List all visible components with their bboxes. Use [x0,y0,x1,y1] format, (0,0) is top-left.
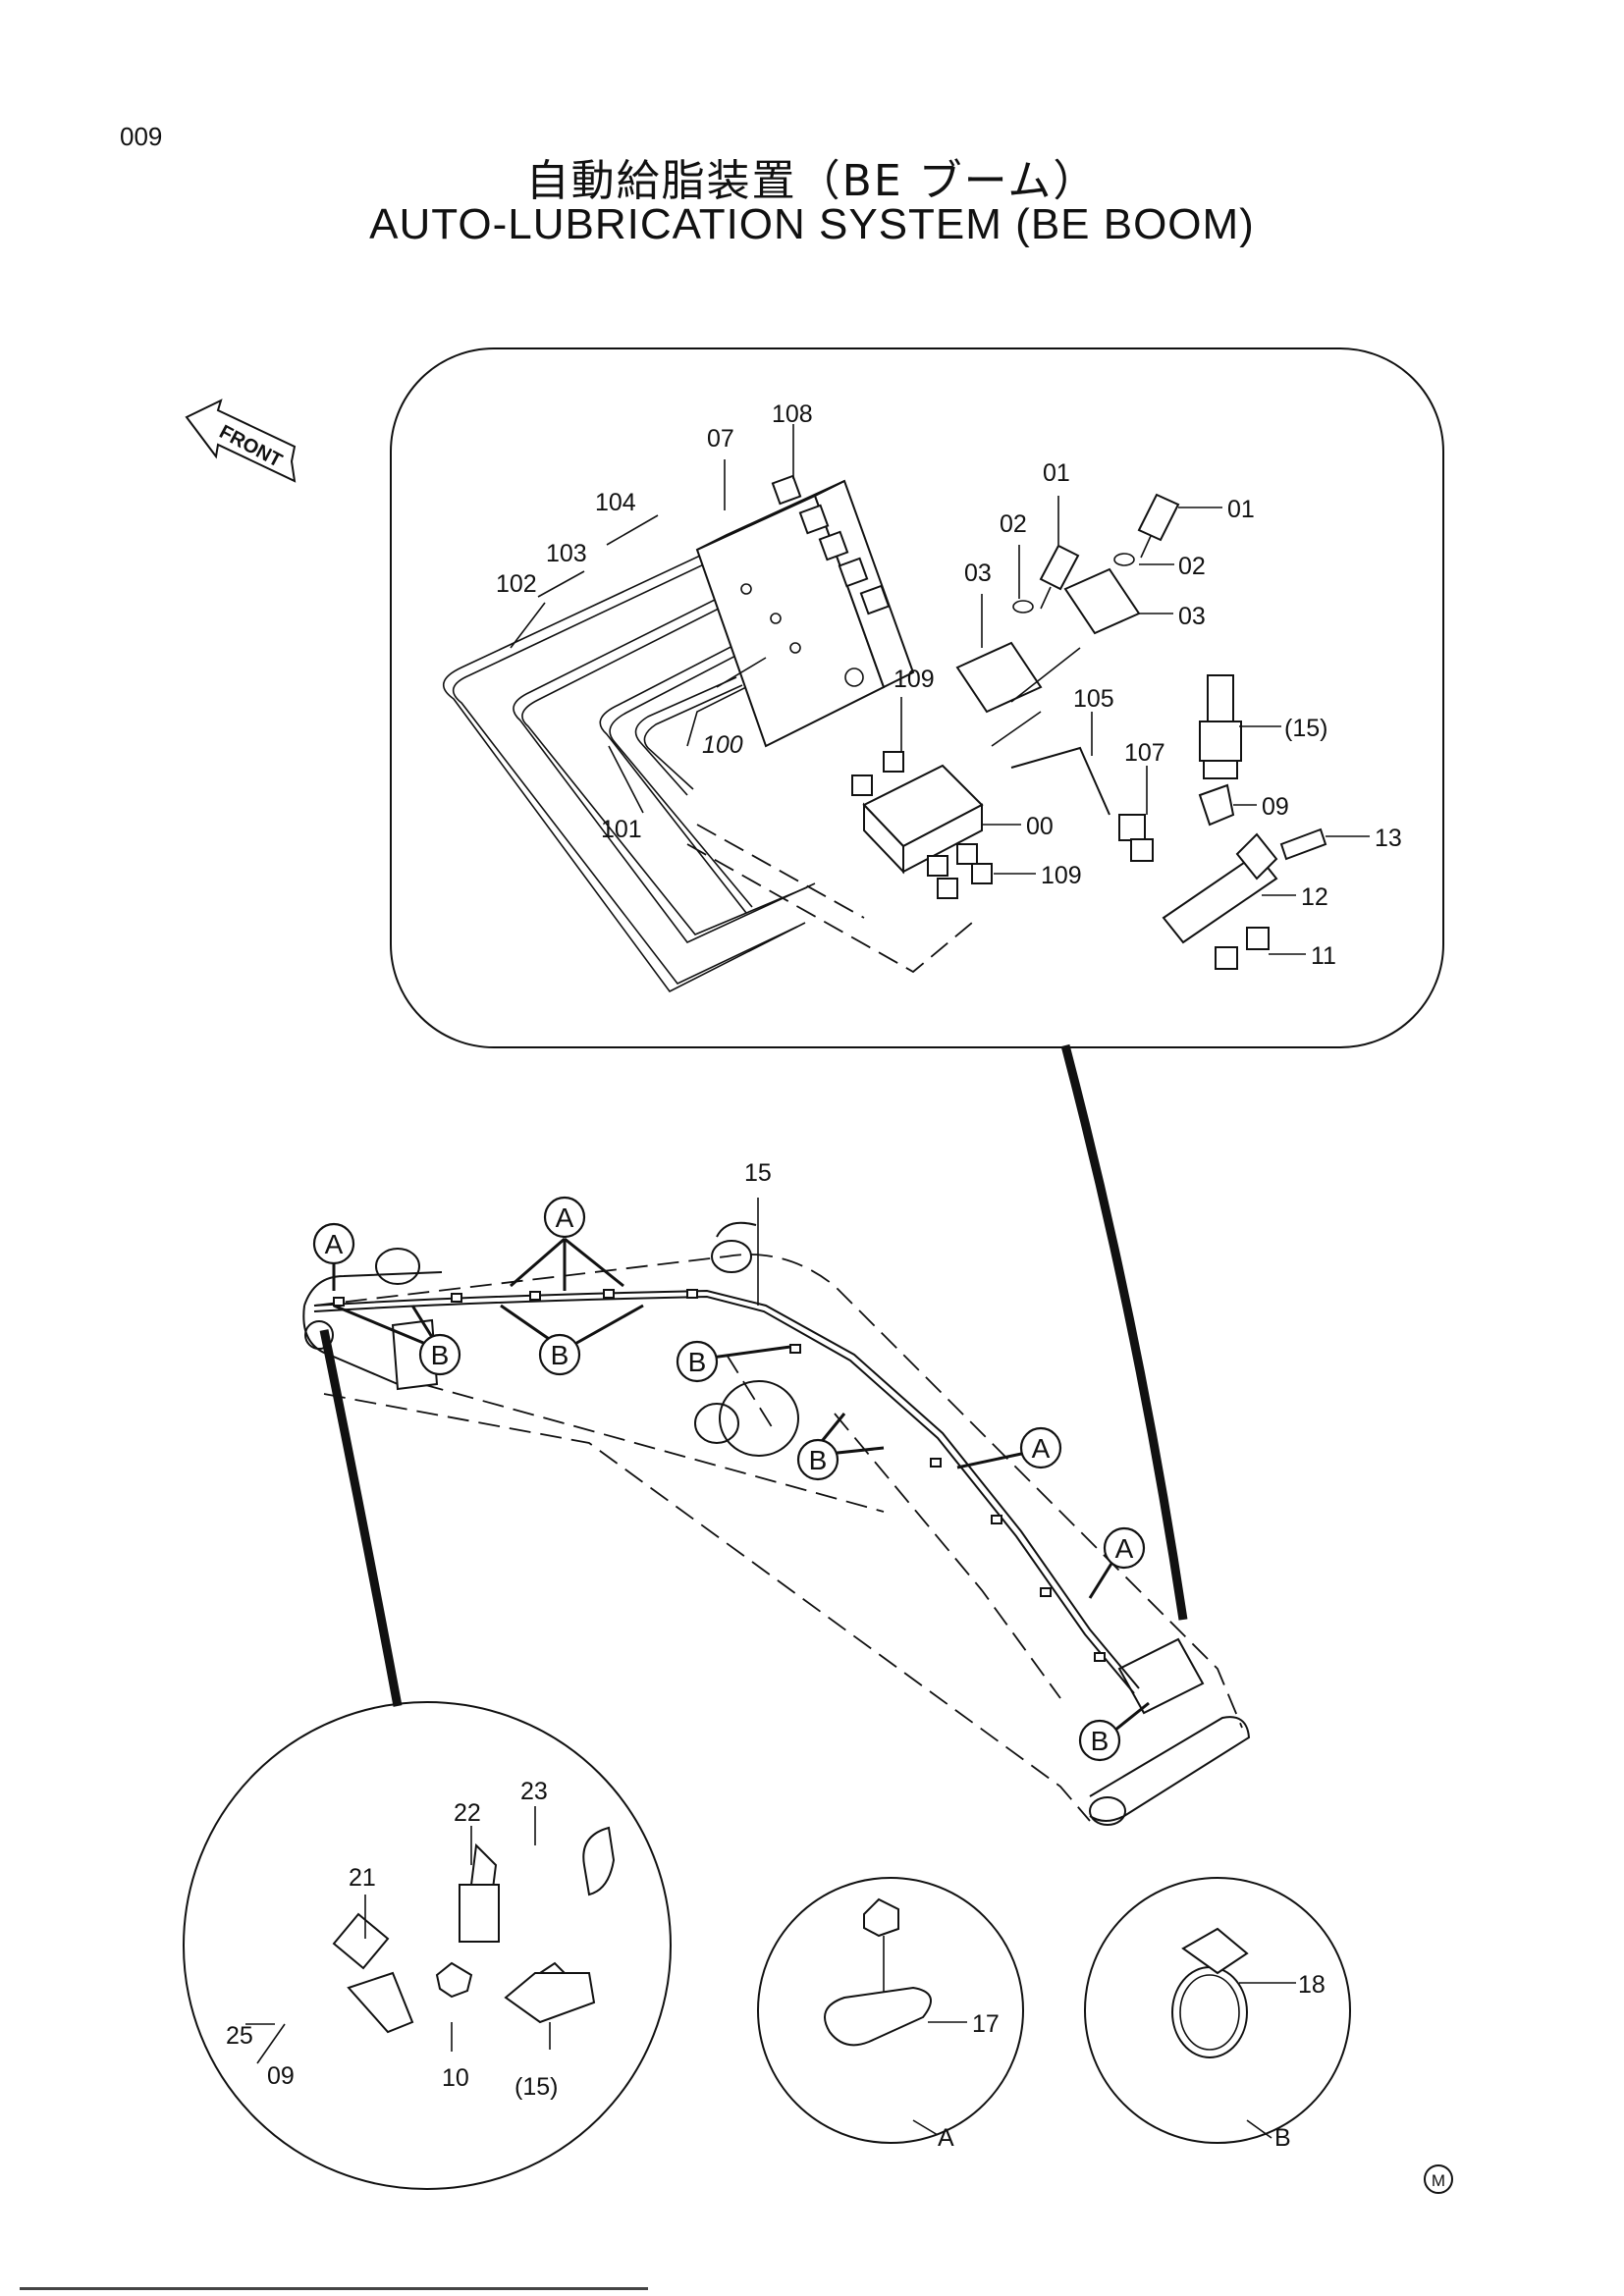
callout-108: 108 [772,400,813,428]
sensor-15 [1199,674,1242,779]
callout-15-boom: 15 [744,1159,772,1187]
callout-18: 18 [1298,1971,1326,1999]
front-label: FRONT [216,421,286,472]
callout-01-left: 01 [1043,459,1070,487]
callout-02-left: 02 [1000,510,1027,538]
svg-text:B: B [551,1340,569,1370]
grease-pipes [443,519,973,993]
fitting-108-set [771,474,891,615]
marker-a: A [1019,1426,1062,1469]
fitting-107 [1118,814,1154,862]
nut-11-set [1215,927,1270,970]
marker-a: A [1103,1526,1146,1570]
circle-a-tag: A [938,2124,954,2152]
bracket-03-set [955,493,1180,747]
callout-109-bottom: 109 [1041,862,1082,889]
bracket-12 [1162,828,1327,944]
bottom-rule [20,2287,648,2290]
callout-10: 10 [442,2064,469,2092]
svg-text:B: B [688,1347,707,1377]
svg-text:B: B [1091,1726,1110,1756]
title-japanese: 自動給脂装置（BE ブーム） [525,156,1099,206]
svg-text:B: B [809,1445,828,1475]
callout-109-top: 109 [893,666,935,693]
svg-text:A: A [1115,1533,1134,1564]
callout-104: 104 [595,489,636,516]
boom-markers: A A A A B B B B B 15 [312,1159,1150,1762]
front-arrow-icon: FRONT [185,399,297,483]
callout-01-right: 01 [1227,496,1255,523]
svg-text:B: B [431,1340,450,1370]
detail-callouts: 108 07 104 103 102 100 101 109 00 109 01… [496,400,1402,970]
detail-leaders [510,424,1370,955]
marker-b: B [538,1333,581,1376]
boom-illustration [302,1198,1251,1826]
pipe-105 [1010,746,1110,816]
corner-mark: M [1424,2164,1453,2194]
callout-07: 07 [707,425,734,453]
callout-105: 105 [1073,685,1114,713]
pump-unit-00 [851,751,993,899]
callout-15-circle: (15) [514,2073,558,2101]
marker-b: B [796,1438,839,1481]
elbow-09 [1198,783,1235,827]
callout-00: 00 [1026,813,1054,840]
callout-101: 101 [601,816,642,843]
callout-13: 13 [1375,825,1402,852]
marker-b: B [418,1333,461,1376]
page-number: 009 [120,122,163,151]
callout-21: 21 [349,1864,376,1892]
marker-a: A [543,1196,586,1239]
svg-text:A: A [556,1202,574,1233]
detail-circle-b: 18 B [1084,1877,1351,2152]
callout-12: 12 [1301,883,1328,911]
circle-b-tag: B [1274,2124,1291,2152]
callout-100: 100 [702,731,743,759]
svg-text:M: M [1432,2171,1445,2190]
callout-15-detail: (15) [1284,715,1327,742]
detail-circle-a: 17 A [757,1877,1024,2152]
callout-107: 107 [1124,739,1165,767]
marker-b: B [1078,1719,1121,1762]
marker-a: A [312,1222,355,1265]
svg-text:A: A [1032,1433,1051,1464]
callout-03-right: 03 [1178,603,1206,630]
callout-102: 102 [496,570,537,598]
callout-02-right: 02 [1178,553,1206,580]
connector-lines [319,1043,1188,1707]
callout-09-detail: 09 [1262,793,1289,821]
callout-11: 11 [1311,942,1336,970]
callout-25: 25 [226,2022,253,2050]
callout-23: 23 [520,1778,548,1805]
detail-circle-sensor: 23 22 21 25 09 10 (15) [183,1701,672,2190]
title-english: AUTO-LUBRICATION SYSTEM (BE BOOM) [369,200,1255,248]
marker-b: B [676,1340,719,1383]
callout-03-left: 03 [964,560,992,587]
detail-panel: 108 07 104 103 102 100 101 109 00 109 01… [390,347,1444,1048]
svg-text:A: A [325,1229,344,1259]
callout-09-circle: 09 [267,2062,295,2090]
callout-17: 17 [972,2010,1000,2038]
callout-103: 103 [546,540,587,567]
callout-22: 22 [454,1799,481,1827]
distributor-block [695,479,915,748]
